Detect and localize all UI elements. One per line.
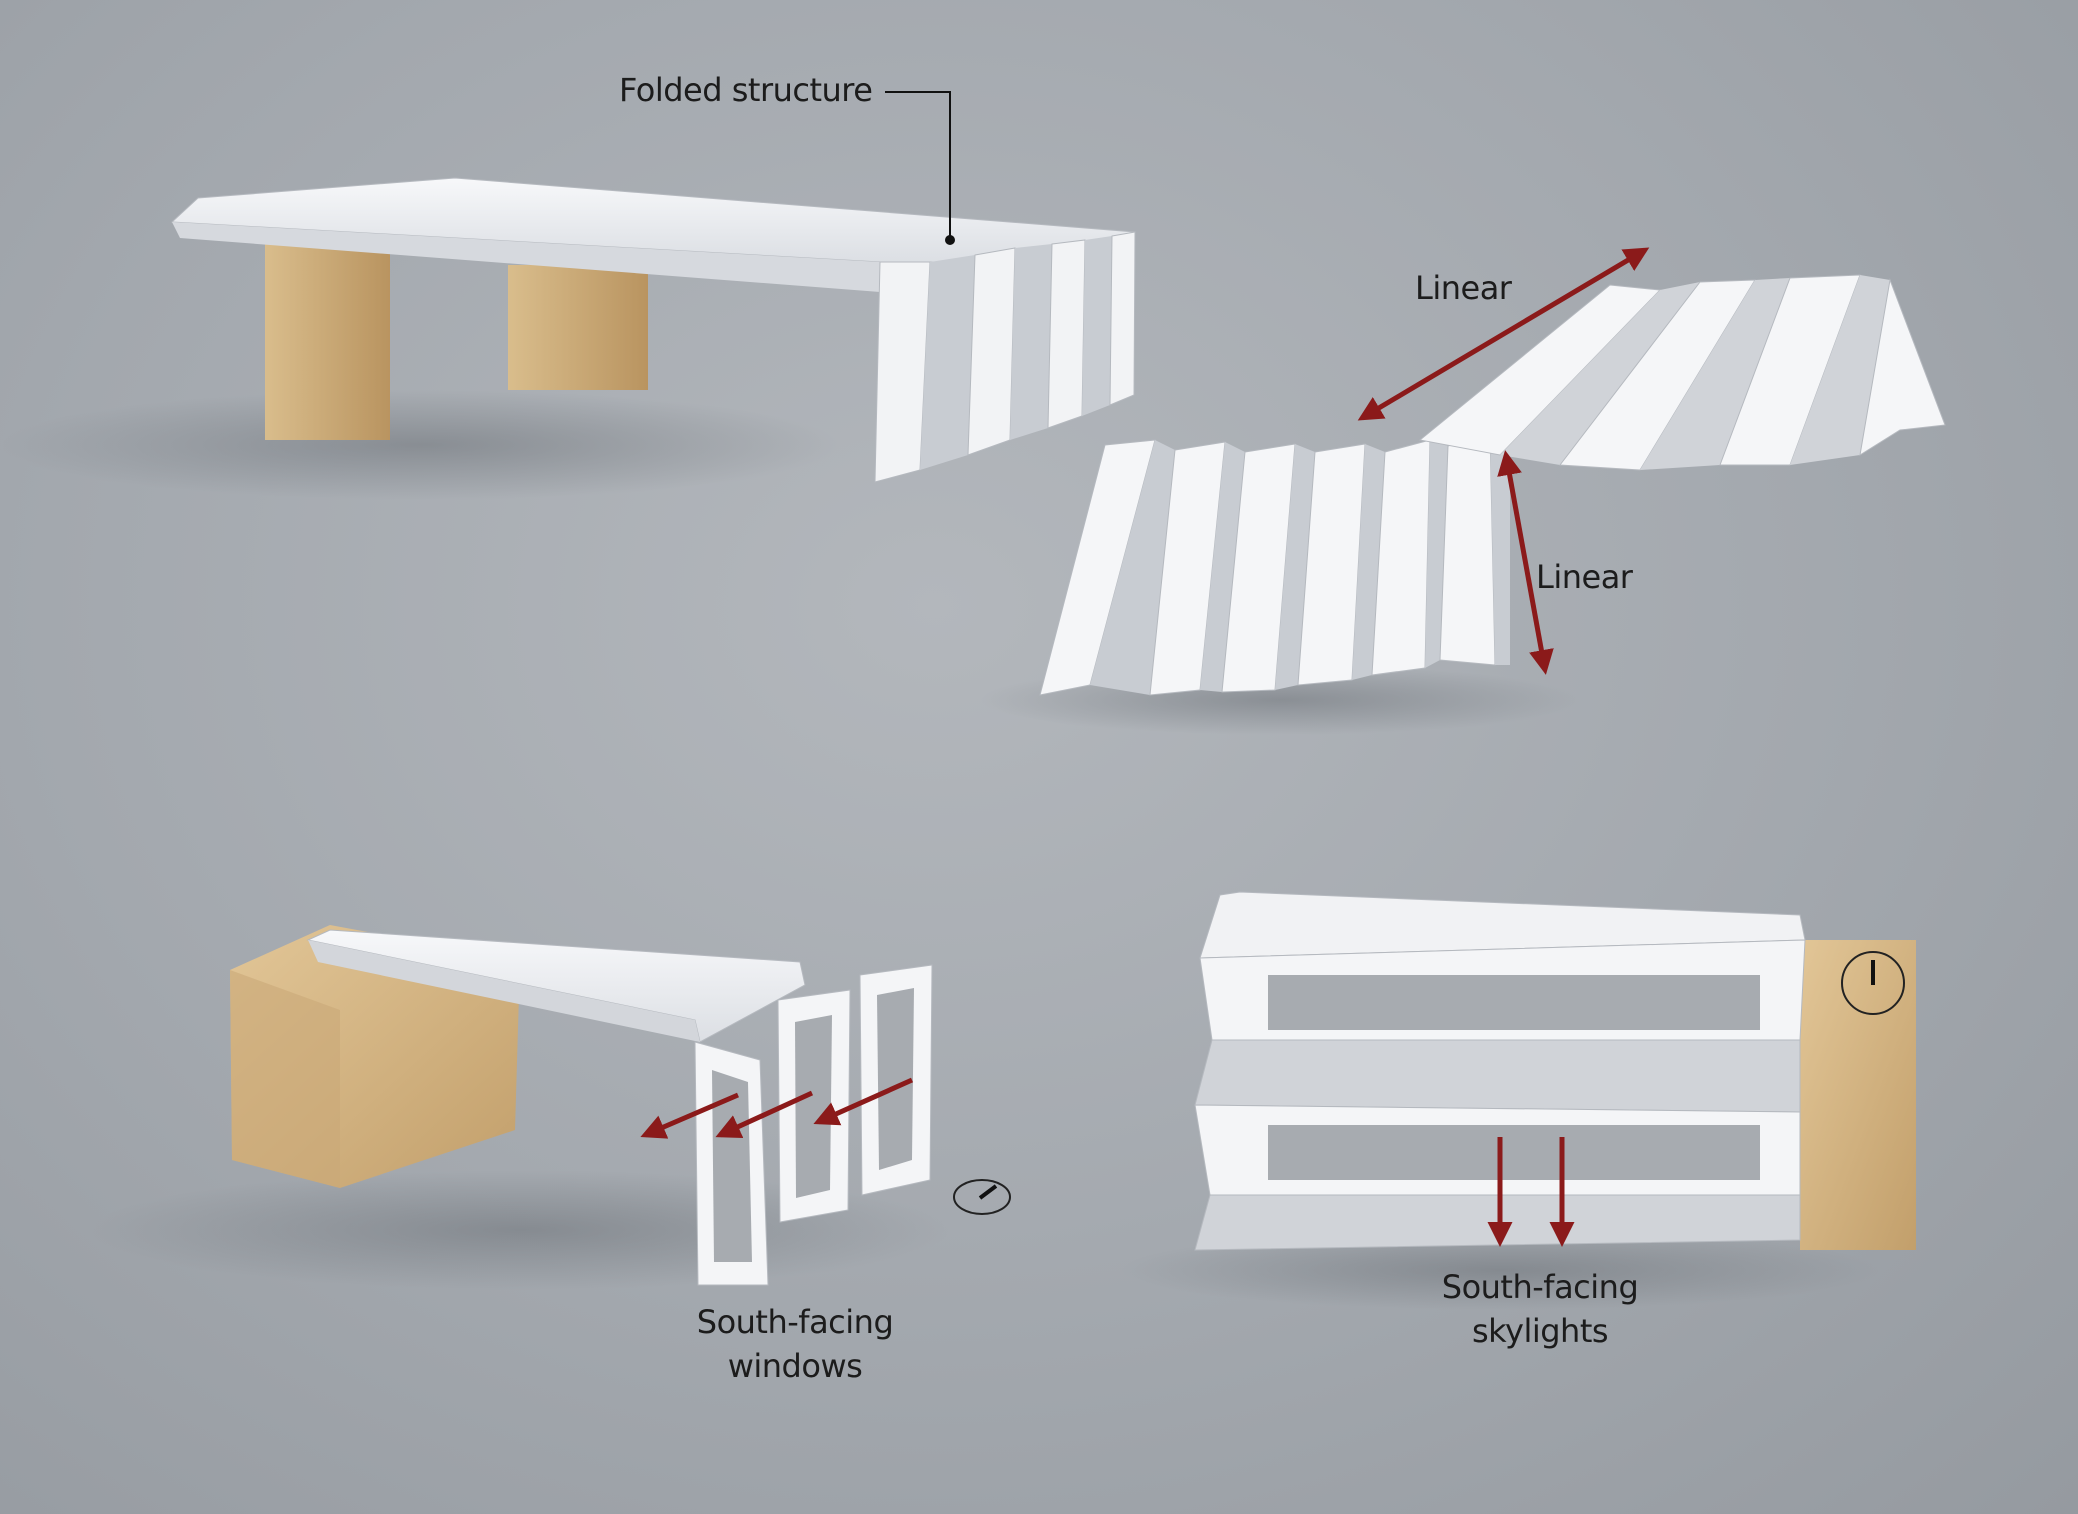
model-south-skylights — [1120, 891, 1916, 1310]
window-arrow — [715, 1090, 814, 1139]
label-line: South-facing — [1441, 1268, 1639, 1306]
leader-line — [885, 91, 951, 240]
pleated-wall — [1039, 431, 1510, 696]
wood-cube-side — [230, 970, 340, 1188]
label-line: skylights — [1471, 1312, 1609, 1350]
model-folded-roof — [0, 91, 1136, 500]
label-line: windows — [727, 1347, 863, 1385]
label-south-facing-skylights: South-facing skylights — [1410, 1265, 1670, 1353]
label-south-facing-windows: South-facing windows — [665, 1300, 925, 1388]
model-shadow — [0, 390, 840, 500]
wood-block — [508, 265, 648, 390]
wood-block — [265, 235, 390, 440]
folded-roof-edge — [172, 222, 880, 292]
label-linear-top: Linear — [1415, 269, 1512, 307]
model-shadow — [1120, 1230, 1880, 1310]
label-folded-structure: Folded structure — [619, 71, 873, 109]
leader-dot — [945, 235, 955, 245]
compass-icon — [1841, 951, 1905, 1015]
window-arrow — [640, 1092, 739, 1139]
compass-icon — [953, 1179, 1011, 1215]
roof-sheet-edge — [308, 940, 700, 1042]
model-south-windows — [90, 925, 1011, 1290]
model-pleated-l — [980, 247, 1946, 735]
label-linear-side: Linear — [1536, 558, 1633, 596]
linear-arrow-horizontal — [1357, 247, 1650, 421]
linear-arrow-vertical — [1497, 450, 1554, 675]
pleated-facade — [874, 231, 1136, 483]
label-line: South-facing — [696, 1303, 894, 1341]
window-arrow — [813, 1077, 914, 1126]
wood-block — [1800, 940, 1916, 1250]
